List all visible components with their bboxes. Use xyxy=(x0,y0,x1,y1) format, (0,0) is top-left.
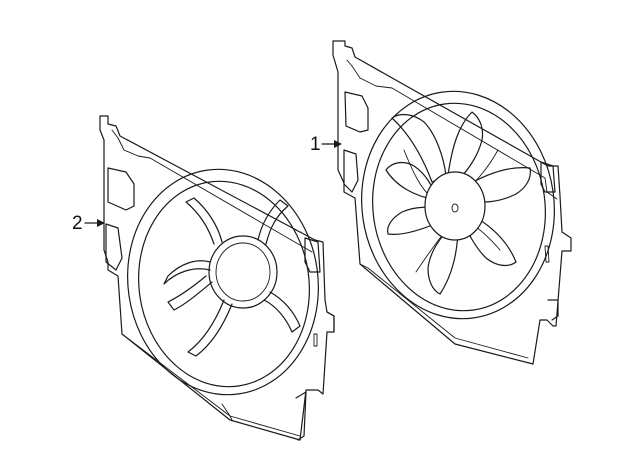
callout-2-label: 2 xyxy=(72,213,83,234)
part-2-fan-shroud[interactable]: 2 xyxy=(72,115,335,441)
part-1-fan-hub xyxy=(424,171,486,241)
part-1-left-mount xyxy=(344,91,369,133)
part-1-fan-hub-center xyxy=(451,203,459,213)
part-2-motor-ring xyxy=(208,235,278,309)
callout-1-label: 1 xyxy=(310,134,321,155)
part-2-ring-inner xyxy=(138,180,310,388)
part-1-fan-ring-inner xyxy=(372,102,546,312)
part-2-left-mount xyxy=(107,167,135,211)
part-1-base-edge xyxy=(359,263,529,359)
part-2-shroud-outline xyxy=(99,115,335,441)
part-1-fan-ring-outer xyxy=(361,90,555,320)
part-2-ring-outer xyxy=(127,168,319,396)
part-2-left-mount-lower xyxy=(105,223,123,271)
part-2-support-struts xyxy=(163,197,301,357)
part-2-right-slot xyxy=(313,333,318,347)
part-1-left-mount-lower xyxy=(343,149,359,193)
callout-2-arrow xyxy=(84,219,105,227)
part-2-bottom-tab-right xyxy=(295,391,307,441)
part-2-right-clip xyxy=(326,311,335,333)
part-2-base-edge xyxy=(121,333,301,437)
part-1-fan-assembly[interactable]: 1 xyxy=(310,40,572,365)
part-2-motor-ring-inner xyxy=(215,242,271,302)
part-2-shroud-inner-edge xyxy=(111,129,313,253)
callout-1-arrow xyxy=(321,140,342,148)
part-1-right-clip xyxy=(547,299,559,321)
